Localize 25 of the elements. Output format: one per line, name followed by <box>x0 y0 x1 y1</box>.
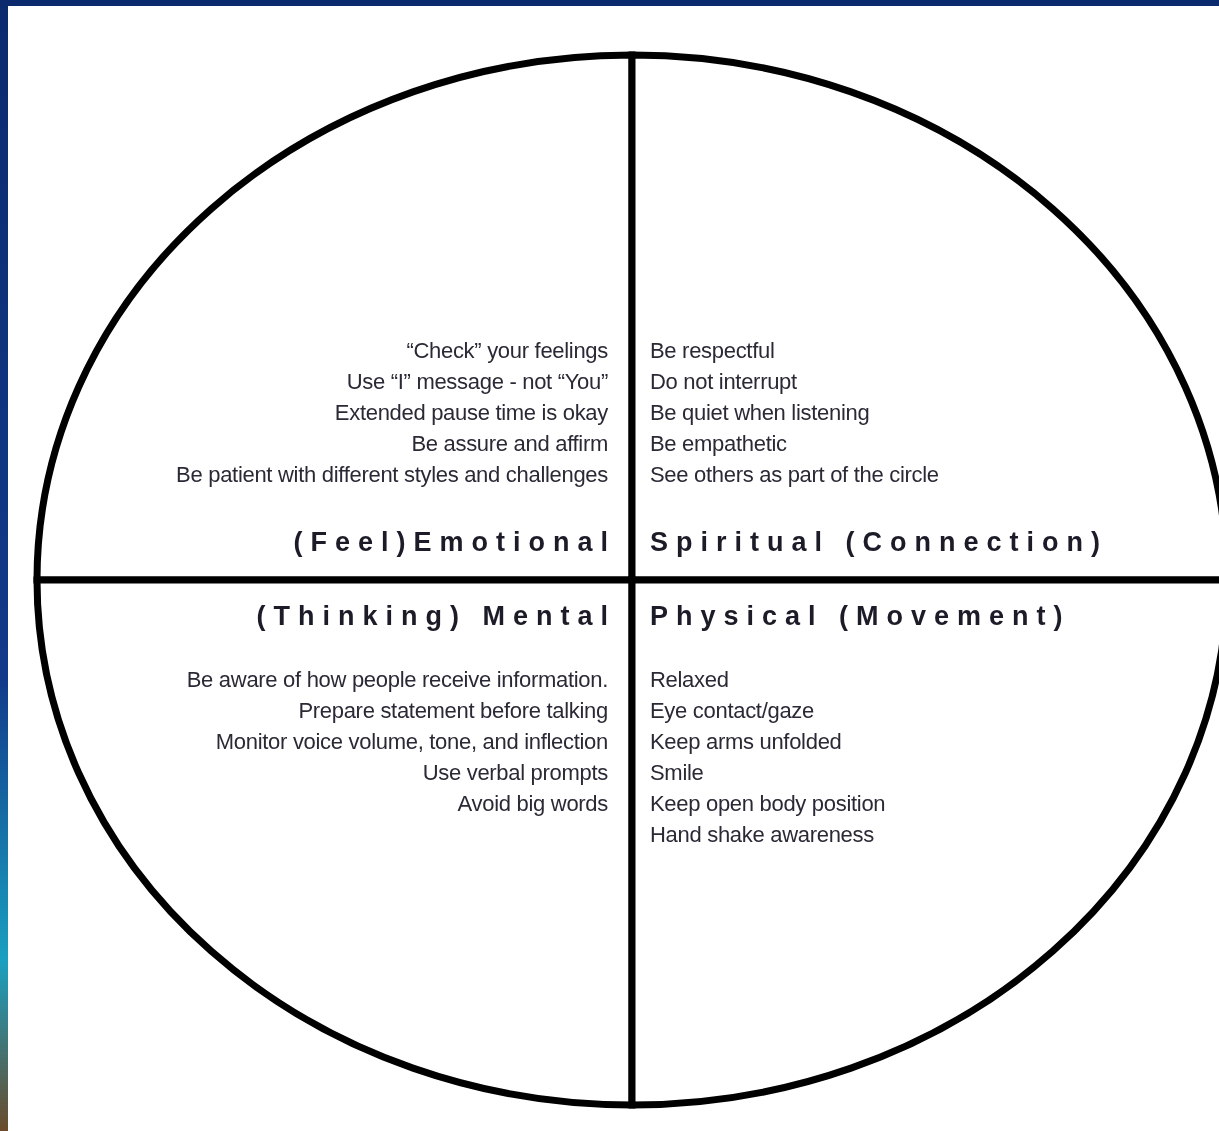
list-item: Be quiet when listening <box>650 399 870 427</box>
list-item: Monitor voice volume, tone, and inflection <box>215 728 608 756</box>
list-item: Be empathetic <box>650 430 787 458</box>
list-item: See others as part of the circle <box>650 461 939 489</box>
list-item: Hand shake awareness <box>650 821 874 849</box>
quadrant-heading: (Thinking) Mental <box>256 600 616 633</box>
list-item: Keep arms unfolded <box>650 728 842 756</box>
list-item: Be patient with different styles and challenges <box>176 461 608 489</box>
list-item: Be aware of how people receive information. <box>186 666 608 694</box>
list-item: Eye contact/gaze <box>650 697 814 725</box>
list-item: Avoid big words <box>457 790 608 818</box>
list-item: Prepare statement before talking <box>298 697 608 725</box>
list-item: Use “I” message - not “You” <box>346 368 608 396</box>
list-item: Use verbal prompts <box>422 759 608 787</box>
list-item: Do not interrupt <box>650 368 797 396</box>
list-item: Be respectful <box>650 337 775 365</box>
quadrant-heading: Physical (Movement) <box>650 600 1071 633</box>
list-item: Be assure and affirm <box>411 430 608 458</box>
list-item: Relaxed <box>650 666 729 694</box>
list-item: Extended pause time is okay <box>334 399 608 427</box>
quadrant-heading: (Feel)Emotional <box>293 526 616 559</box>
list-item: Keep open body position <box>650 790 886 818</box>
list-item: Smile <box>650 759 704 787</box>
list-item: “Check” your feelings <box>406 337 608 365</box>
quadrant-heading: Spiritual (Connection) <box>650 526 1108 559</box>
